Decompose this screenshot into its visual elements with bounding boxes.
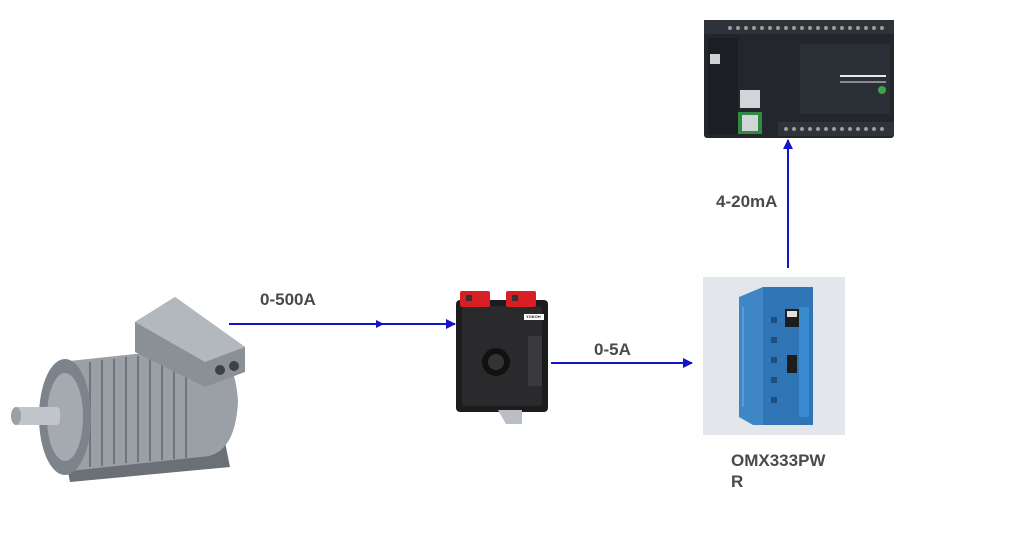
current-transformer-image <box>456 291 548 424</box>
electric-motor-image <box>11 297 245 482</box>
motor-current-label: 0-500A <box>260 290 316 309</box>
ct-badge: YOKOH <box>526 314 541 319</box>
transmitter-photo-frame <box>703 277 845 435</box>
plc-controller-image <box>704 20 894 138</box>
ct-secondary-label: 0-5A <box>594 340 631 359</box>
analog-output-label: 4-20mA <box>716 192 778 211</box>
transmitter-model-line2: R <box>731 472 744 491</box>
signal-transmitter-image <box>703 277 845 435</box>
transmitter-model-line1: OMX333PW <box>731 451 826 470</box>
